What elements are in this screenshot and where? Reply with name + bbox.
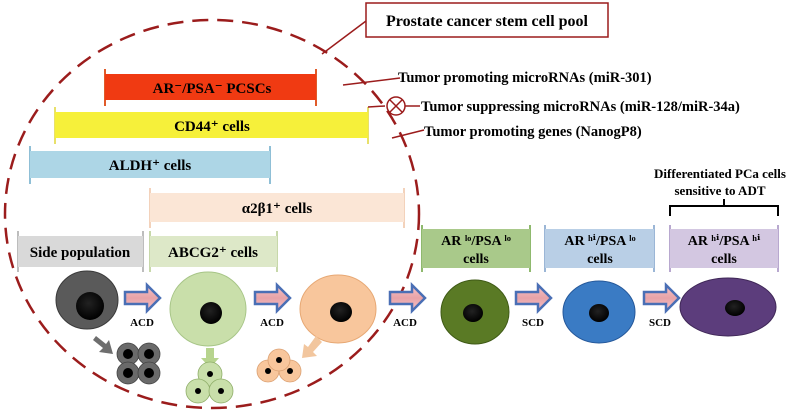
arrow-5 [642,281,681,315]
cell-ar-hi-psa-lo-nucleus [589,304,609,322]
ar-psa-bar [105,74,316,100]
ar-hi-psa-lo-line1: AR ʰⁱ/PSA ˡᵒ [564,234,635,249]
division-arrows [123,281,681,315]
ar-lo-psa-lo-line1: AR ˡᵒ/PSA ˡᵒ [441,234,511,249]
pool-label: Prostate cancer stem cell pool [386,13,589,30]
ar-hi-psa-lo-line2: cells [587,252,613,267]
cell-a2b1-nucleus [330,302,352,322]
arrow-down-a2b1 [302,336,322,358]
cd44-bar [55,112,368,138]
abcg2-bar [150,236,277,267]
pool-label-connector [321,20,367,55]
division-label-3: ACD [393,317,417,329]
genes-connector [391,129,425,139]
ar-lo-psa-lo-bar [422,229,530,268]
cells-row [55,270,777,347]
tumor-promoting-mirnas-label: Tumor promoting microRNAs (miR-301) [398,70,652,86]
division-label-4: SCD [522,317,544,329]
division-label-1: ACD [130,317,154,329]
a2b1-bar [150,193,404,222]
ar-psa-label: AR⁻/PSA⁻ PCSCs [153,81,272,97]
division-label-5: SCD [649,317,671,329]
pool-label-box [365,2,609,38]
arrow-2 [253,281,292,315]
aldh-label: ALDH⁺ cells [109,158,192,174]
cluster-side-population [116,342,161,385]
differentiated-line2: sensitive to ADT [675,183,766,198]
ar-hi-psa-hi-line1: AR ʰⁱ/PSA ʰⁱ [688,234,761,249]
differentiated-bracket [669,199,779,216]
mirna-suppressing-connector [367,105,386,108]
cell-side-population-nucleus [76,292,104,320]
ar-hi-psa-lo-bar [545,229,654,268]
ar-lo-psa-lo-line2: cells [463,252,489,267]
arrow-down-side-population [93,336,113,354]
arrow-3 [388,281,427,315]
tumor-promoting-genes-label: Tumor promoting genes (NanogP8) [424,124,642,140]
arrow-4 [514,281,553,315]
cell-ar-lo-psa-lo-nucleus [463,304,483,322]
division-label-2: ACD [260,317,284,329]
inhibition-icon-x2 [389,99,403,113]
cluster-abcg2 [185,361,234,404]
tumor-suppressing-mirnas-label: Tumor suppressing microRNAs (miR-128/miR… [421,99,740,115]
arrow-1 [123,281,162,315]
cd44-label: CD44⁺ cells [174,119,250,135]
cell-ar-hi-psa-hi-nucleus [725,300,745,316]
ar-hi-psa-hi-bar [670,229,778,268]
a2b1-label: α2β1⁺ cells [242,201,313,217]
side-population-bar [18,236,143,267]
stem-cell-pool-circle [3,18,421,410]
cell-abcg2-nucleus [200,302,222,324]
abcg2-label: ABCG2⁺ cells [168,245,258,261]
ar-hi-psa-hi-line2: cells [711,252,737,267]
cluster-a2b1 [256,348,302,383]
aldh-bar [30,151,270,178]
differentiated-line1: Differentiated PCa cells [654,166,786,181]
side-population-label: Side population [30,245,131,261]
mirna-promoting-connector [342,77,401,86]
